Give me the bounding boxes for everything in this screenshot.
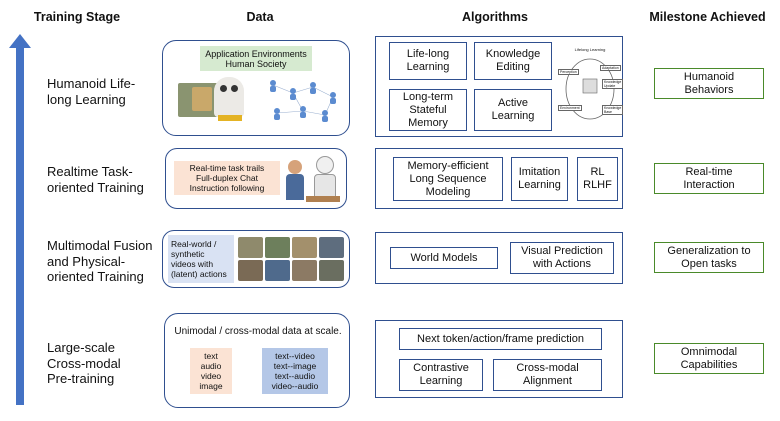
arrow-head <box>9 34 31 48</box>
data-box-realtime: Real-time task trails Full-duplex Chat I… <box>165 148 347 209</box>
stage-label-realtime: Realtime Task- oriented Training <box>47 164 144 195</box>
header-data: Data <box>246 10 274 24</box>
algo-cross-modal-alignment: Cross-modal Alignment <box>493 359 602 391</box>
data-box-multimodal: Real-world / synthetic videos with (late… <box>162 230 350 288</box>
milestone-humanoid-behaviors: Humanoid Behaviors <box>654 68 764 99</box>
cycle-title: Lifelong Learning <box>574 47 606 52</box>
data-caption-unimodal: Unimodal / cross-modal data at scale. <box>174 326 342 337</box>
algo-rl-rlhf: RL RLHF <box>577 157 618 201</box>
human-robot-interaction-image <box>286 154 342 204</box>
data-tag-environments: Application Environments Human Society <box>200 46 312 71</box>
stage-label-pretraining: Large-scale Cross-modal Pre-training <box>47 340 121 386</box>
algo-next-token-prediction: Next token/action/frame prediction <box>399 328 602 350</box>
cycle-knowledge-base: Knowledge Base <box>602 105 624 115</box>
data-tag-realtime-trails: Real-time task trails Full-duplex Chat I… <box>174 161 280 195</box>
lifelong-learning-cycle-diagram: Lifelong Learning Perception Adaptation … <box>558 47 624 127</box>
cycle-adaptation: Adaptation <box>600 65 621 71</box>
stage-label-multimodal: Multimodal Fusion and Physical- oriented… <box>47 238 153 284</box>
data-tag-cross-modal: text--video text--image text--audio vide… <box>262 348 328 394</box>
milestone-generalization: Generalization to Open tasks <box>654 242 764 273</box>
algorithms-box-realtime: Memory-efficient Long Sequence Modeling … <box>375 148 623 209</box>
data-box-humanoid: Application Environments Human Society <box>162 40 350 136</box>
algorithms-box-multimodal: World Models Visual Prediction with Acti… <box>375 232 623 284</box>
data-box-pretraining: Unimodal / cross-modal data at scale. te… <box>164 313 350 408</box>
arrow-shaft <box>16 47 24 405</box>
milestone-omnimodal: Omnimodal Capabilities <box>654 343 764 374</box>
cycle-perception: Perception <box>558 69 579 75</box>
stage-label-humanoid: Humanoid Life- long Learning <box>47 76 136 107</box>
video-frames-grid-image <box>238 237 346 281</box>
algo-visual-prediction: Visual Prediction with Actions <box>510 242 614 274</box>
header-algorithms: Algorithms <box>462 10 528 24</box>
algo-knowledge-editing: Knowledge Editing <box>474 42 552 80</box>
algo-active-learning: Active Learning <box>474 89 552 131</box>
algo-lifelong-learning: Life-long Learning <box>389 42 467 80</box>
data-tag-real-world-videos: Real-world / synthetic videos with (late… <box>168 235 234 283</box>
algo-imitation-learning: Imitation Learning <box>511 157 568 201</box>
algorithms-box-pretraining: Next token/action/frame prediction Contr… <box>375 320 623 398</box>
algo-long-term-memory: Long-term Stateful Memory <box>389 89 467 131</box>
data-tag-unimodal: text audio video image <box>190 348 232 394</box>
algo-contrastive-learning: Contrastive Learning <box>399 359 483 391</box>
cycle-environment: Environment <box>558 105 582 111</box>
humanoid-robot-image <box>178 77 248 123</box>
header-training-stage: Training Stage <box>33 10 121 24</box>
human-society-network-image <box>270 80 336 122</box>
milestone-realtime-interaction: Real-time Interaction <box>654 163 764 194</box>
algo-memory-efficient: Memory-efficient Long Sequence Modeling <box>393 157 503 201</box>
algo-world-models: World Models <box>390 247 498 269</box>
algorithms-box-humanoid: Life-long Learning Knowledge Editing Lon… <box>375 36 624 137</box>
progress-arrow <box>9 34 31 405</box>
cycle-knowledge-update: Knowledge Update <box>602 79 624 89</box>
header-milestone: Milestone Achieved <box>649 10 766 24</box>
